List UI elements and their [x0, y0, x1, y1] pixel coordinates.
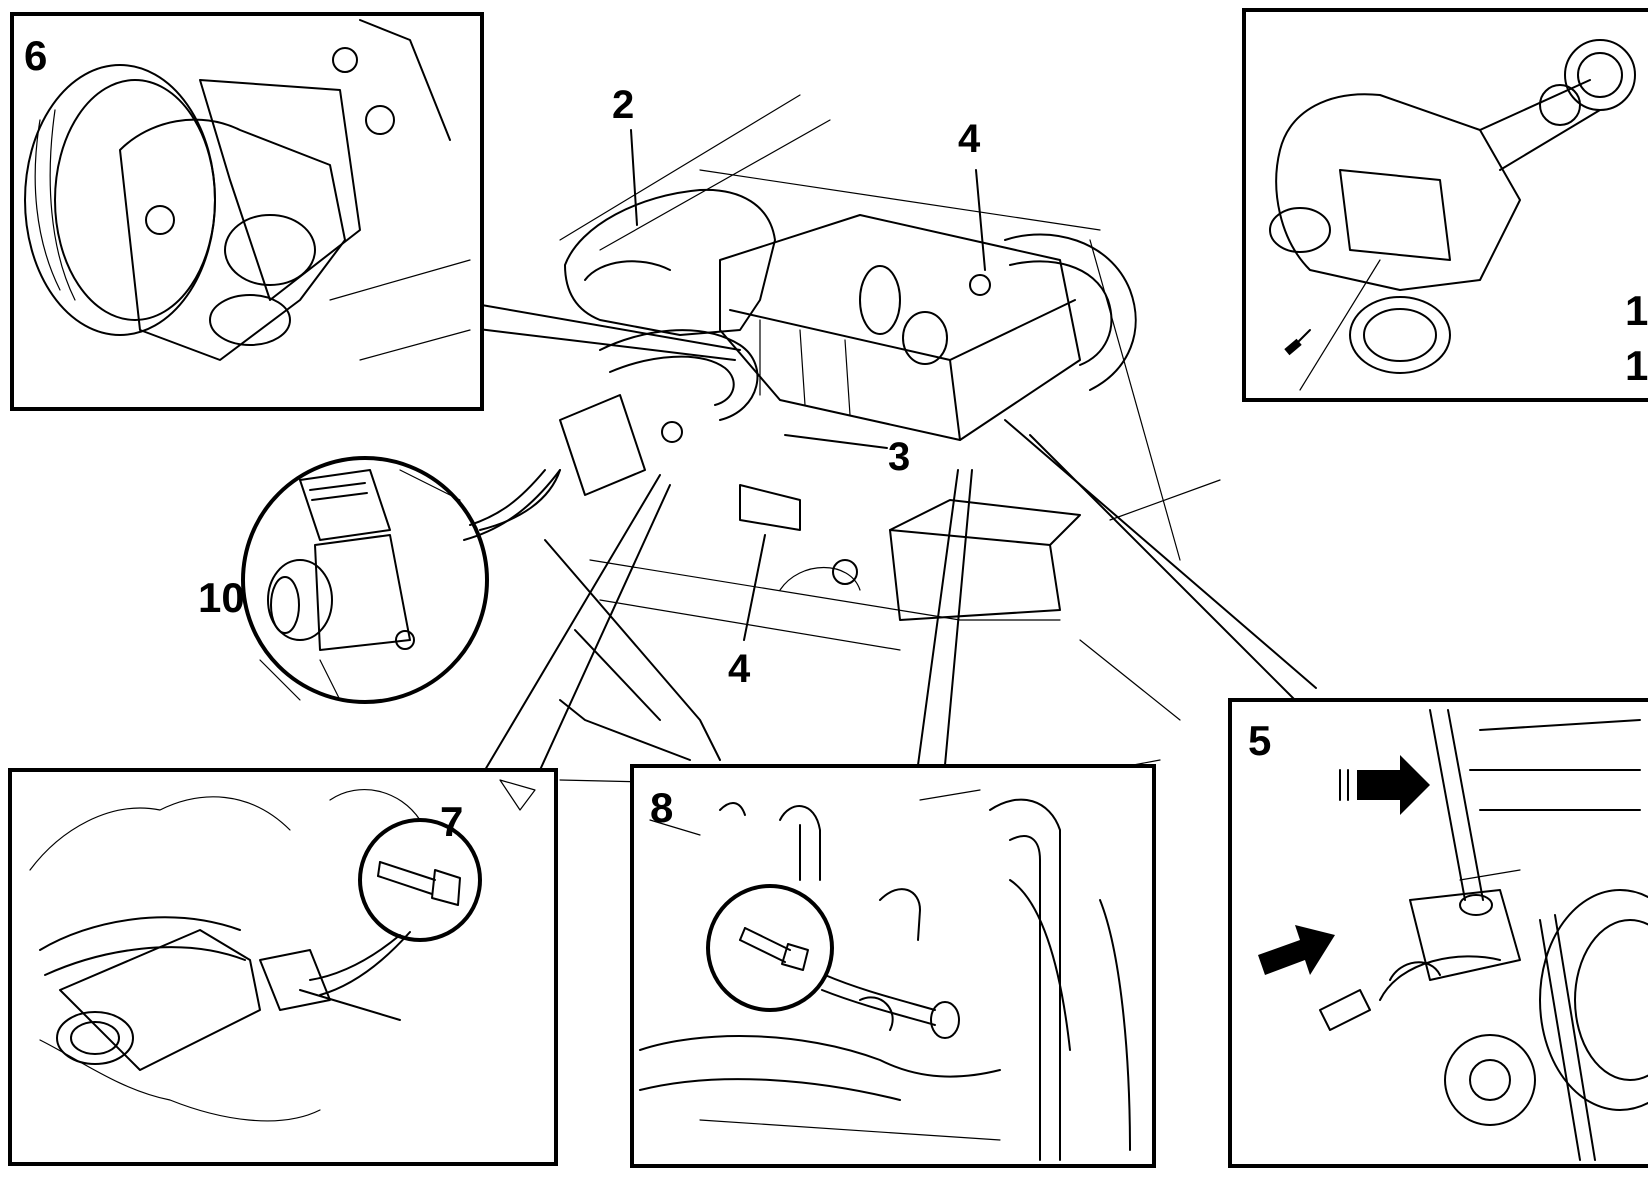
callout-labels: 2 4 3 4 6 10 7 8 5 1 1	[24, 32, 1648, 845]
label-4-top: 4	[958, 117, 981, 161]
label-1-upper: 1	[1625, 287, 1648, 334]
inset-8-panel	[630, 764, 1156, 1168]
inset-10-circle	[241, 456, 561, 704]
label-1-lower: 1	[1625, 342, 1648, 389]
label-6: 6	[24, 32, 47, 79]
inset-top-right-panel	[1242, 8, 1648, 402]
leader-lines	[447, 129, 1317, 859]
inset-6-panel	[10, 12, 484, 411]
label-3: 3	[888, 435, 910, 479]
label-8: 8	[650, 784, 673, 831]
label-7: 7	[440, 798, 463, 845]
label-5: 5	[1248, 717, 1271, 764]
label-10: 10	[198, 574, 245, 621]
label-2: 2	[612, 83, 634, 127]
label-4-bottom: 4	[728, 647, 751, 691]
inset-5-panel	[1228, 698, 1648, 1168]
inset-7-panel	[8, 768, 558, 1166]
engine-main-view	[544, 94, 1221, 791]
